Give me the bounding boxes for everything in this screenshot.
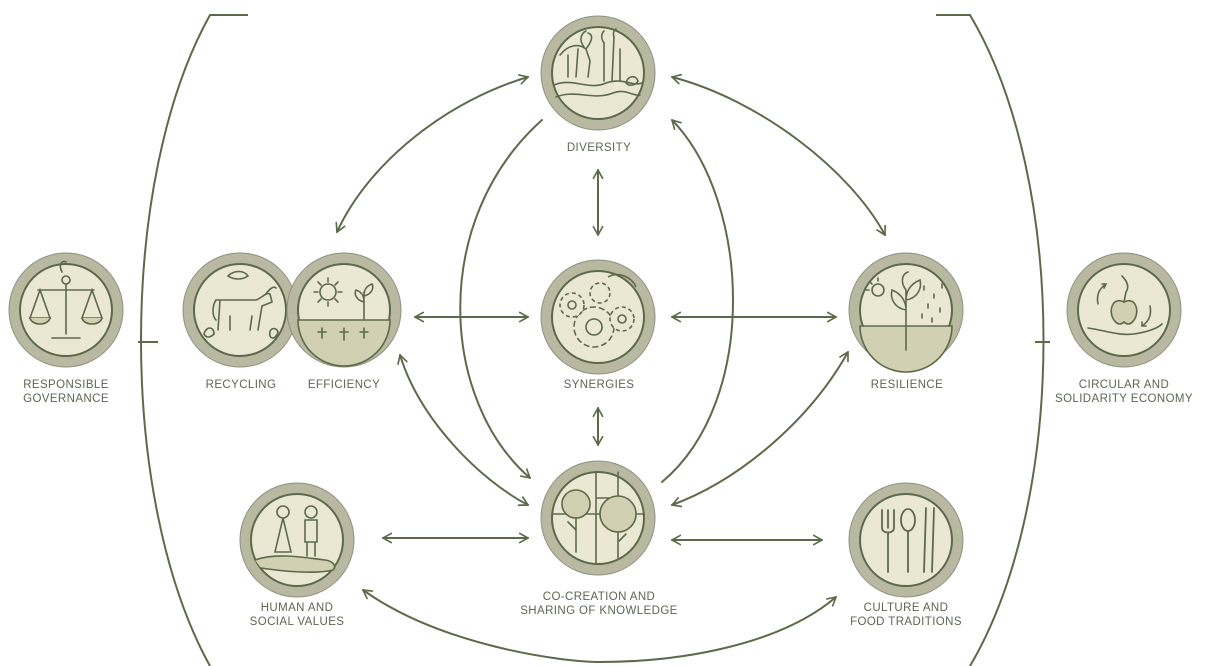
node-governance [8, 252, 124, 368]
label-synergies: SYNERGIES [563, 379, 635, 391]
arrow-diversity-resilience [671, 73, 886, 236]
label-culture: CULTURE AND FOOD TRADITIONS [850, 602, 962, 628]
label-governance: RESPONSIBLE GOVERNANCE [23, 379, 109, 405]
apple-hand-icon [1087, 275, 1163, 336]
arrow-efficiency-cocreation [397, 354, 529, 507]
cow-leaves-icon [203, 270, 279, 339]
gears-icon [559, 273, 637, 348]
arrow-diversity-recycling [335, 74, 529, 233]
label-co-creation: CO-CREATION AND SHARING OF KNOWLEDGE [520, 591, 678, 617]
label-recycling: RECYCLING [205, 379, 277, 391]
label-circular: CIRCULAR AND SOLIDARITY ECONOMY [1055, 379, 1193, 405]
node-co-creation [540, 460, 656, 576]
node-human-values [239, 482, 355, 598]
node-recycling [182, 252, 298, 368]
node-culture [848, 482, 964, 598]
node-circular [1066, 252, 1182, 368]
arrows [335, 73, 886, 664]
scales-icon [28, 260, 104, 339]
cutlery-icon [881, 507, 935, 573]
label-efficiency: EFFICIENCY [307, 379, 381, 391]
node-efficiency [286, 252, 402, 368]
plant-rain-icon [865, 271, 943, 351]
arrow-human-culture [362, 589, 837, 664]
node-synergies [540, 259, 656, 375]
arrow-diversity-cocreation-left [459, 119, 543, 479]
label-resilience: RESILIENCE [870, 379, 944, 391]
arrow-cocreation-diversity-right [661, 119, 734, 483]
left-bracket [138, 14, 248, 666]
label-human-values: HUMAN AND SOCIAL VALUES [249, 602, 345, 628]
label-diversity: DIVERSITY [566, 142, 632, 154]
animal-plants-water-icon [553, 28, 643, 98]
couple-hand-icon [254, 505, 336, 573]
node-resilience [848, 252, 964, 373]
sun-seedlings-icon [313, 277, 374, 341]
arrow-resilience-cocreation [671, 351, 849, 508]
node-diversity [540, 15, 656, 131]
right-bracket [936, 14, 1050, 666]
trees-puzzle-icon [551, 471, 645, 565]
